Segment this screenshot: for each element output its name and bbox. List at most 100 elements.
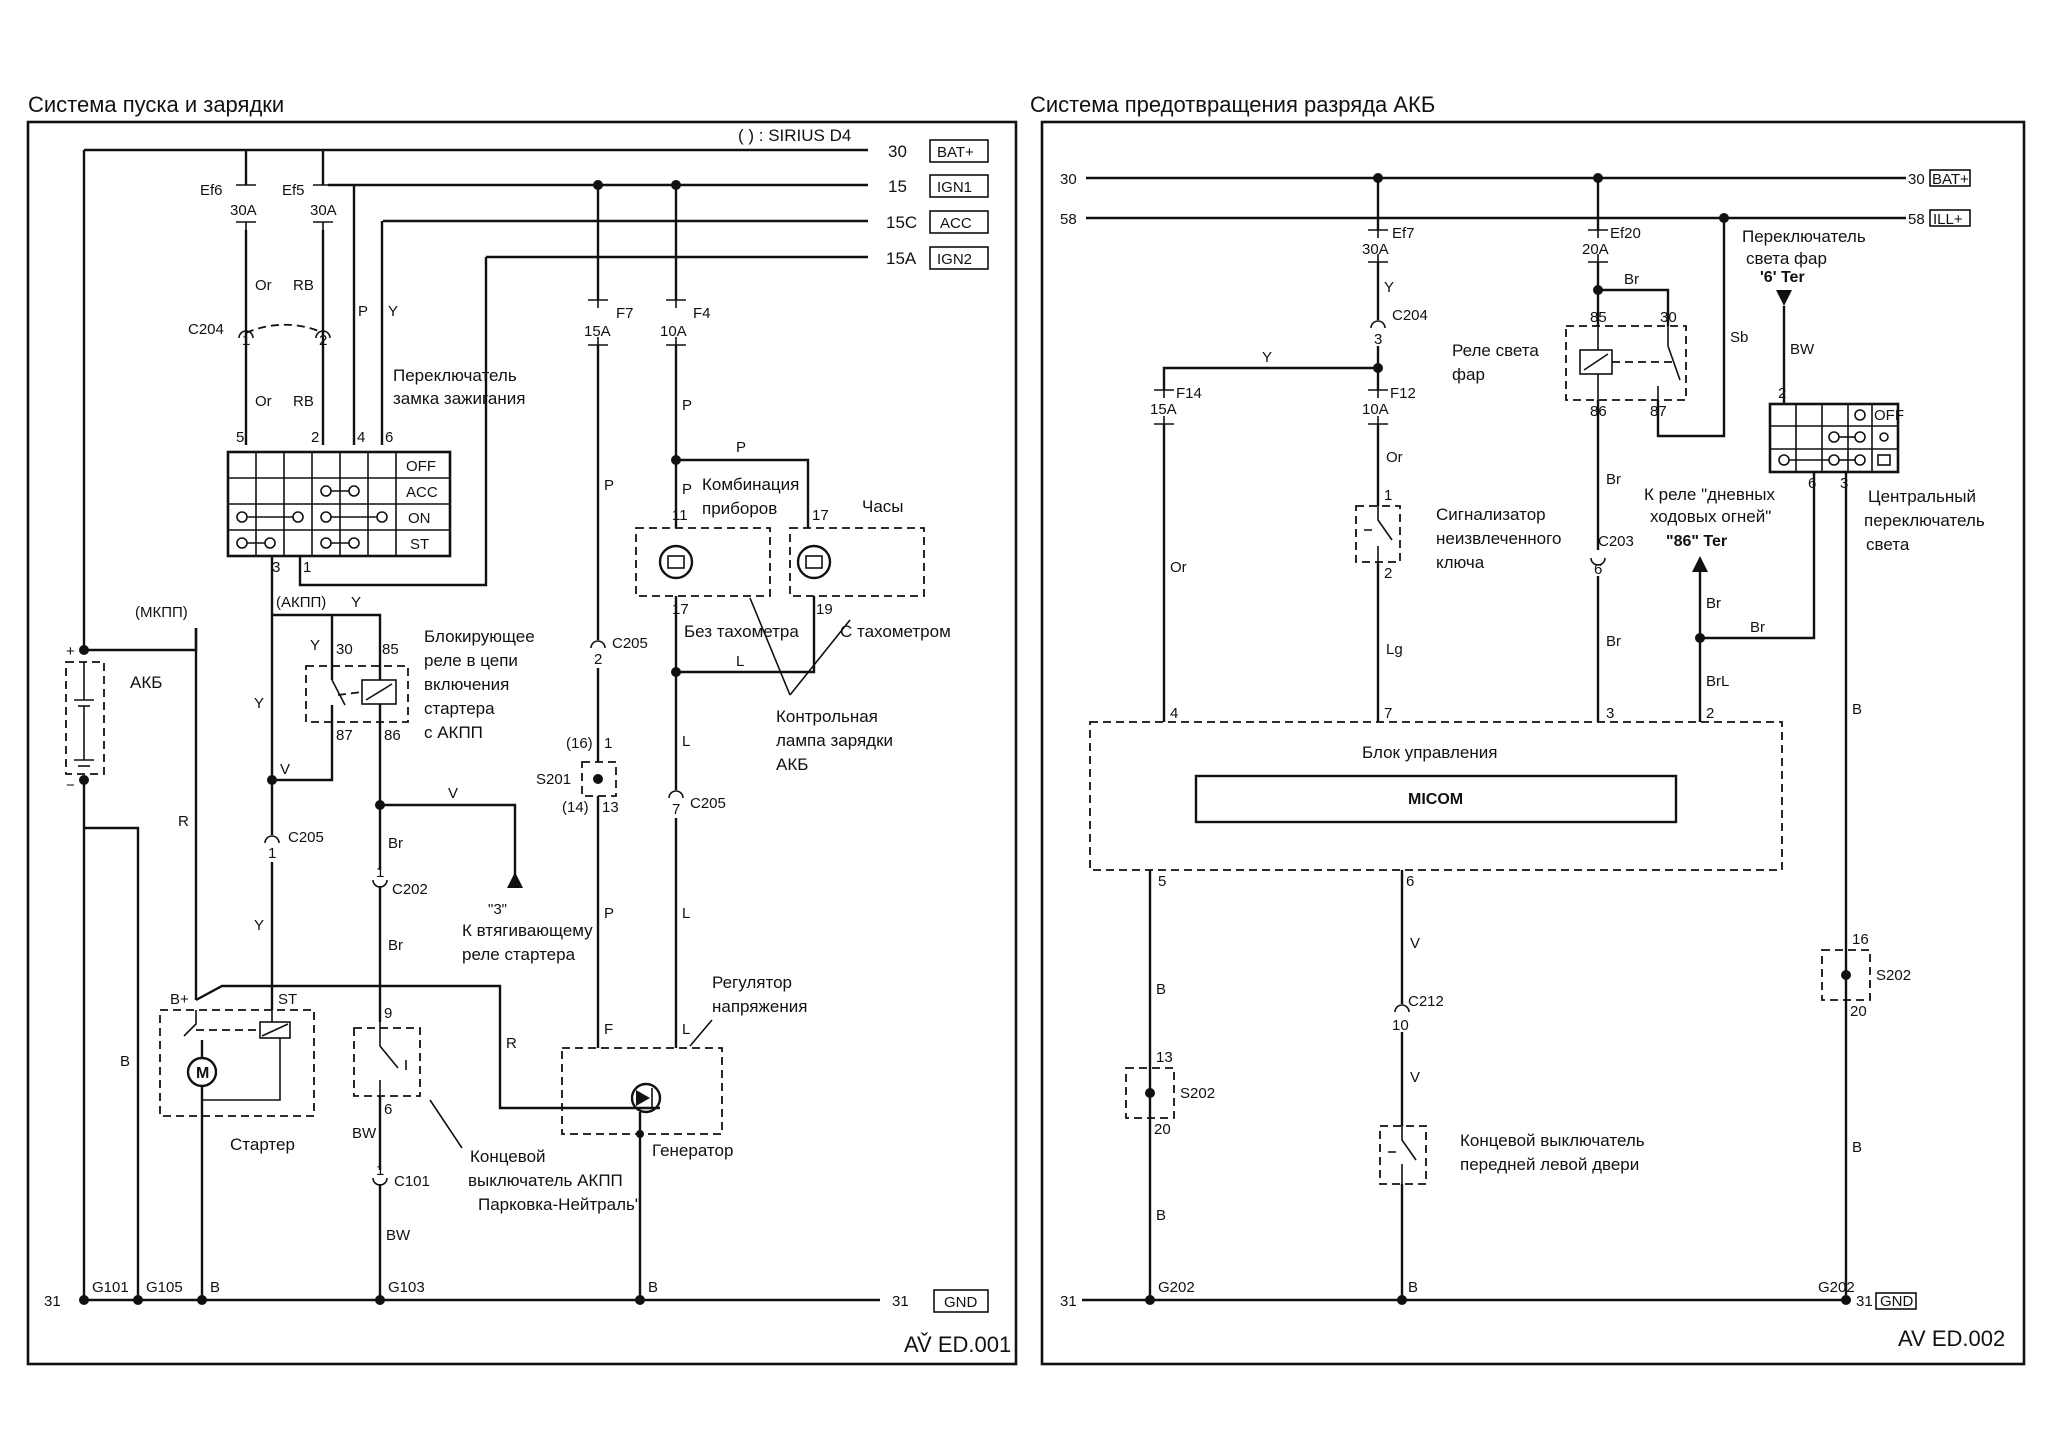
wire-bw-2: BW	[386, 1227, 411, 1244]
wire-p-1: P	[358, 303, 368, 320]
s202b-pin-20: 20	[1850, 1003, 1867, 1020]
cluster-pin-17a: 17	[812, 507, 829, 524]
relay-pin-86: 86	[384, 727, 401, 744]
wire-br-2: Br	[388, 937, 403, 954]
r-wire-sb: Sb	[1730, 329, 1748, 346]
wire-y-low: Y	[254, 917, 264, 934]
s202a-label: S202	[1180, 1085, 1215, 1102]
sirius-note: ( ) : SIRIUS D4	[738, 126, 851, 145]
fuse-f14-label: F14	[1176, 385, 1202, 402]
with-tach-label: С тахометром	[840, 622, 951, 641]
right-frame	[1040, 120, 2026, 1366]
ign-pin-4: 4	[357, 429, 365, 446]
r-bus-58-left: 58	[1060, 211, 1077, 228]
fuse-f12-rating: 10A	[1362, 401, 1389, 418]
hl-relay-label-2: фар	[1452, 365, 1485, 384]
left-diagram: Система пуска и зарядки ( ) : SIRIUS D4 …	[26, 92, 1018, 1366]
cs-label-3: света	[1866, 535, 1910, 554]
s202b-box	[1821, 949, 1871, 1001]
s202a-pin-20: 20	[1154, 1121, 1171, 1138]
starter-m: M	[196, 1065, 209, 1082]
wire-v-right: V	[448, 785, 458, 802]
wire-rb-2: RB	[293, 393, 314, 410]
s201-pin-14: (14)	[562, 799, 589, 816]
battery-box	[65, 661, 105, 775]
ground-b-g105: B	[210, 1279, 220, 1296]
wire-l-1: L	[736, 653, 744, 670]
ign-pin-6: 6	[385, 429, 393, 446]
lamp-label-2: лампа зарядки	[776, 731, 893, 750]
r-wire-br-86: Br	[1606, 471, 1621, 488]
fuse-ef7-rating: 30A	[1362, 241, 1389, 258]
to-relay-label-2: реле стартера	[462, 945, 576, 964]
door-switch-label-1: Концевой выключатель	[1460, 1131, 1645, 1150]
r-c204-pin: 3	[1374, 331, 1382, 348]
relay-box	[305, 665, 409, 723]
ign2-label: IGN2	[937, 251, 972, 268]
cluster-label-1: Комбинация	[702, 475, 799, 494]
ign-pin-1: 1	[303, 559, 311, 576]
relay-pin-87: 87	[336, 727, 353, 744]
no-tach-label: Без тахометра	[684, 622, 799, 641]
r-bus-58-right: 58	[1908, 211, 1925, 228]
ground-b-gen: B	[648, 1279, 658, 1296]
wire-p-comb: P	[682, 481, 692, 498]
relay-pin-85: 85	[382, 641, 399, 658]
c101-pin: 1	[376, 1162, 384, 1179]
wire-or-2: Or	[255, 393, 272, 410]
wire-b-left: B	[120, 1053, 130, 1070]
starter-label: Стартер	[230, 1135, 295, 1154]
c202-pin: 1	[376, 864, 384, 881]
door-switch-box	[1379, 1125, 1427, 1185]
cluster-label-2: приборов	[702, 499, 777, 518]
left-title: Система пуска и зарядки	[28, 92, 284, 117]
relay-label-1: Блокирующее	[424, 627, 535, 646]
left-frame	[26, 120, 1018, 1366]
gnd-box	[933, 1289, 989, 1313]
s201-pin-1: 1	[604, 735, 612, 752]
r-wire-br-up: Br	[1706, 595, 1721, 612]
hl-relay-box	[1565, 325, 1687, 401]
c202-label: C202	[392, 881, 428, 898]
wire-y-relay: Y	[310, 637, 320, 654]
left-code: AV̌ ED.001	[904, 1332, 1011, 1357]
ground-g202b: G202	[1818, 1279, 1855, 1296]
ground-31-number: 31	[892, 1293, 909, 1310]
relay-label-4: стартера	[424, 699, 495, 718]
wire-f-gen: F	[604, 1021, 613, 1038]
ign1-box	[929, 174, 989, 198]
generator-label: Генератор	[652, 1141, 733, 1160]
battery-minus: −	[66, 777, 75, 794]
r-wire-lg: Lg	[1386, 641, 1403, 658]
ground-g202a: G202	[1158, 1279, 1195, 1296]
fuse-f7-rating: 15A	[584, 323, 611, 340]
regulator-label-1: Регулятор	[712, 973, 792, 992]
c204-pin-1: 1	[242, 332, 250, 349]
starter-bplus: B+	[170, 991, 189, 1008]
right-diagram: Система предотвращения разряда АКБ 30 30…	[1030, 92, 2026, 1366]
to-relay-num: "3"	[488, 901, 507, 918]
bat-plus-label: BAT+	[937, 144, 974, 161]
akpp-switch-pin-9: 9	[384, 1005, 392, 1022]
right-code: AV ED.002	[1898, 1326, 2005, 1351]
akpp-label: (АКПП)	[276, 594, 326, 611]
gnd-label: GND	[944, 1294, 978, 1311]
c205-b-label: C205	[612, 635, 648, 652]
lamp-label-3: АКБ	[776, 755, 808, 774]
r-wire-br-sw: Br	[1750, 619, 1765, 636]
wire-y-akpp: Y	[351, 594, 361, 611]
cs-pin-2: 2	[1778, 385, 1786, 402]
r-ground-31-right: 31	[1856, 1293, 1873, 1310]
wire-p-f4: P	[682, 397, 692, 414]
key-alarm-pin-1: 1	[1384, 487, 1392, 504]
ground-g105: G105	[146, 1279, 183, 1296]
ign1-label: IGN1	[937, 179, 972, 196]
r-ill-box	[1929, 209, 1971, 227]
key-alarm-pin-2: 2	[1384, 565, 1392, 582]
r-ground-b: B	[1408, 1279, 1418, 1296]
r-c204-label: C204	[1392, 307, 1428, 324]
micom-box	[1194, 774, 1678, 824]
cluster-pin-17b: 17	[672, 601, 689, 618]
wire-r-mid: R	[178, 813, 189, 830]
